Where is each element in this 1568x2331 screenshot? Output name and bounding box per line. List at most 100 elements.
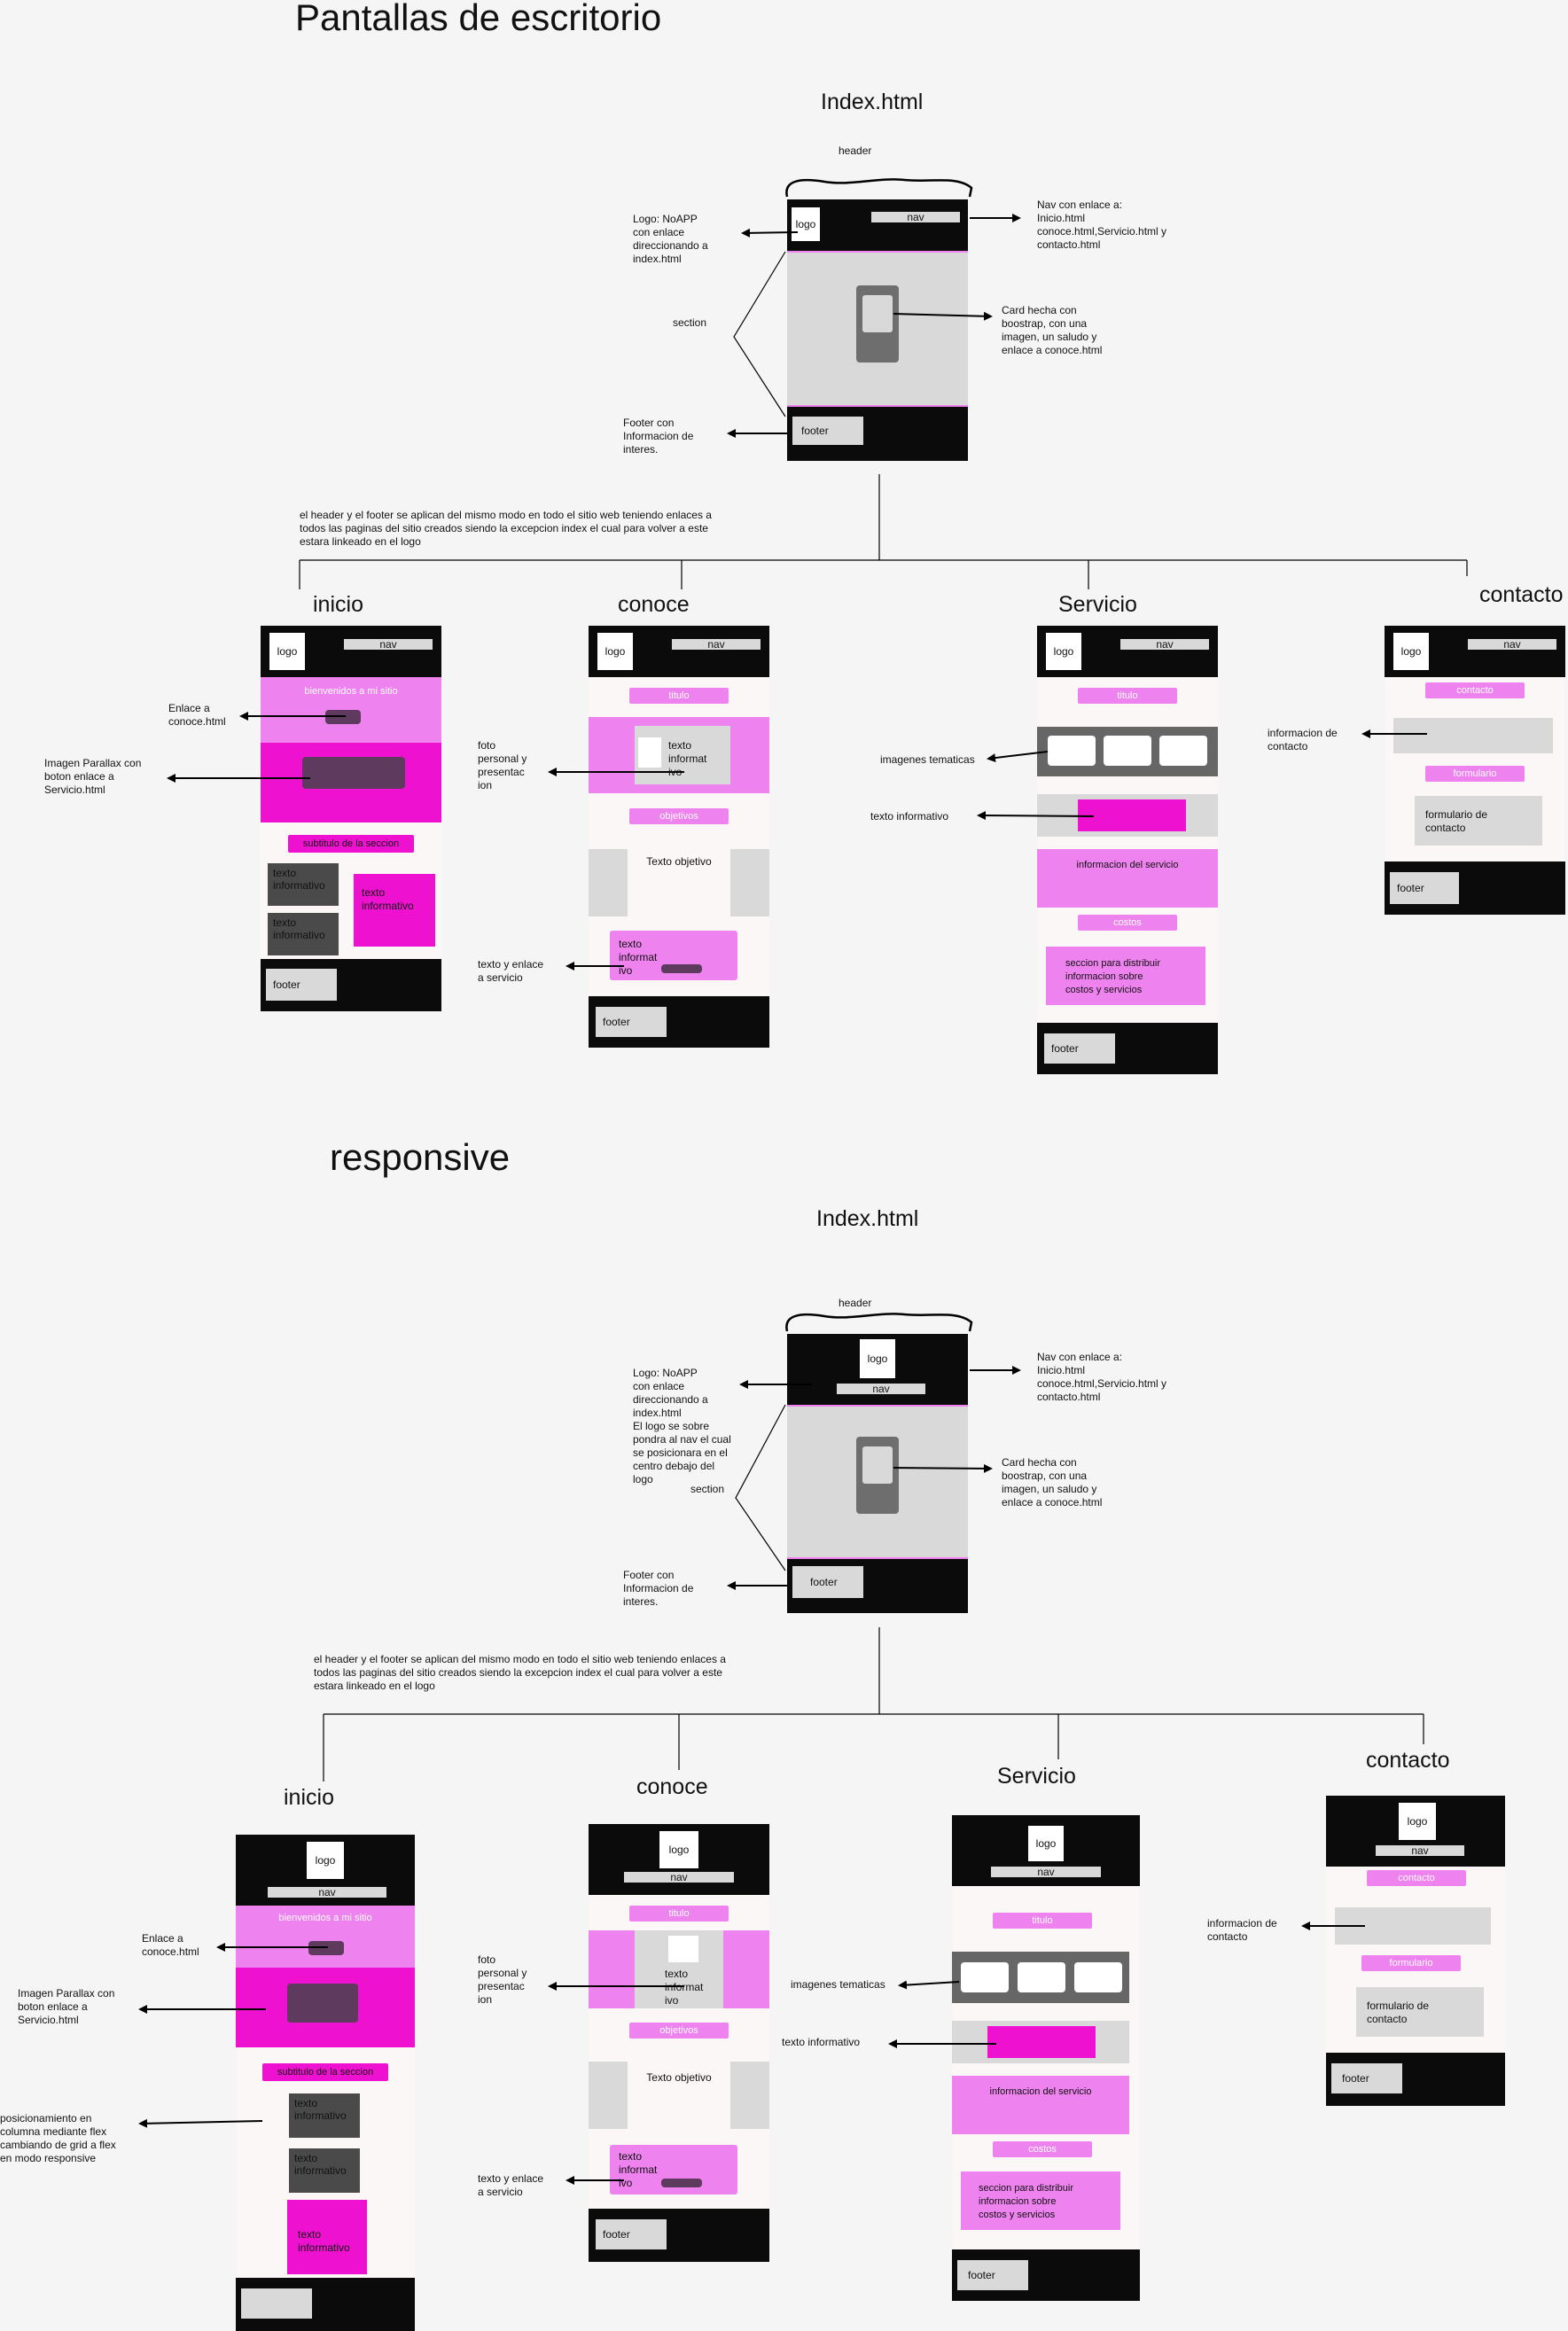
logo-box[interactable]: logo xyxy=(1399,1803,1436,1840)
formulario-pill: formulario xyxy=(1425,766,1525,782)
about-photo xyxy=(638,737,661,768)
posicionamiento-note: posicionamiento en columna mediante flex… xyxy=(0,2112,116,2164)
index-title-desktop: Index.html xyxy=(821,90,924,114)
nav-bar[interactable]: nav xyxy=(344,638,433,651)
nav-bar[interactable]: nav xyxy=(672,638,761,651)
objective-text: Texto objetivo xyxy=(646,855,712,868)
page-title-inicio: inicio xyxy=(284,1785,334,1810)
footer-box[interactable]: footer xyxy=(266,969,337,1001)
contacto-mock-responsive: logo nav contacto formulario formulario … xyxy=(1326,1796,1505,2106)
footer-box[interactable]: footer xyxy=(792,417,863,445)
service-info xyxy=(952,2076,1129,2134)
contact-form-text: formulario de contacto xyxy=(1367,2000,1430,2025)
contact-form[interactable] xyxy=(1415,796,1542,846)
foto-note-desktop: foto personal y presentac ion xyxy=(478,739,527,791)
parallax-note-desktop: Imagen Parallax con boton enlace a Servi… xyxy=(44,757,142,796)
welcome-button[interactable] xyxy=(308,1941,344,1955)
costs-text: seccion para distribuir informacion sobr… xyxy=(979,2183,1073,2220)
footer-box[interactable]: footer xyxy=(792,1566,863,1598)
contacto-note-responsive: informacion de contacto xyxy=(1207,1917,1277,1943)
section-label-desktop: section xyxy=(673,316,707,329)
footer-box[interactable]: footer xyxy=(1044,1033,1115,1064)
contact-form-text: formulario de contacto xyxy=(1425,808,1488,834)
objective-text: Texto objetivo xyxy=(646,2071,712,2084)
footer-box[interactable]: footer xyxy=(596,2219,667,2249)
objetivos-pill: objetivos xyxy=(629,2023,729,2039)
objective-side xyxy=(589,849,628,916)
nav-bar[interactable]: nav xyxy=(1468,638,1556,651)
page-title-servicio: Servicio xyxy=(1058,592,1137,617)
welcome-text: bienvenidos a mi sitio xyxy=(304,686,398,697)
gallery-image xyxy=(1048,736,1096,766)
footer-box[interactable]: footer xyxy=(957,2260,1028,2290)
welcome-text: bienvenidos a mi sitio xyxy=(278,1913,372,1923)
logo-box[interactable]: logo xyxy=(1046,633,1081,670)
footer-box[interactable]: footer xyxy=(596,1007,667,1037)
costs-section xyxy=(1046,947,1205,1005)
info-block-text: texto informativo xyxy=(362,886,414,912)
responsive-title: responsive xyxy=(330,1136,511,1178)
gallery-image xyxy=(961,1962,1009,1992)
contact-info xyxy=(1393,718,1553,753)
nav-bar[interactable]: nav xyxy=(268,1886,386,1898)
info-block-pink xyxy=(354,874,435,947)
header-label: header xyxy=(839,144,872,157)
contact-form[interactable] xyxy=(1356,1987,1484,2037)
nav-bar[interactable]: nav xyxy=(991,1866,1101,1878)
enlace-note-responsive: Enlace a conoce.html xyxy=(142,1932,199,1958)
nav-bar[interactable]: nav xyxy=(837,1383,925,1395)
costos-pill: costos xyxy=(993,2141,1092,2157)
about-photo xyxy=(668,1936,698,1962)
index-title-responsive: Index.html xyxy=(816,1206,919,1231)
texto-enlace-note-responsive: texto y enlace a servicio xyxy=(478,2172,544,2198)
desktop-title: Pantallas de escritorio xyxy=(295,0,662,38)
objective-side xyxy=(730,849,769,916)
logo-note-desktop: Logo: NoAPP con enlace direccionando a i… xyxy=(633,213,708,265)
parallax-button[interactable] xyxy=(302,757,405,789)
nav-bar[interactable]: nav xyxy=(1120,638,1209,651)
logo-box[interactable]: logo xyxy=(307,1842,344,1879)
card-note-responsive: Card hecha con boostrap, con una imagen,… xyxy=(1002,1456,1103,1509)
logo-box[interactable]: logo xyxy=(1028,1826,1064,1861)
footer-note-responsive: Footer con Informacion de interes. xyxy=(623,1569,694,1608)
info-block: texto informativo xyxy=(268,913,339,955)
footer-box[interactable] xyxy=(241,2288,312,2319)
inicio-mock-desktop: logo nav bienvenidos a mi sitio subtitul… xyxy=(261,626,441,1011)
nav-note-desktop: Nav con enlace a: Inicio.html conoce.htm… xyxy=(1037,199,1167,251)
nav-bar[interactable]: nav xyxy=(871,211,960,223)
index-mock-desktop: logo nav footer xyxy=(787,199,968,461)
logo-box[interactable]: logo xyxy=(1393,633,1429,670)
service-button[interactable] xyxy=(661,964,702,973)
parallax-button[interactable] xyxy=(287,1984,358,2023)
footer-box[interactable]: footer xyxy=(1390,872,1459,904)
logo-box[interactable]: logo xyxy=(597,633,633,670)
about-text: texto informat ivo xyxy=(665,1968,704,2007)
conoce-mock-desktop: logo nav titulo texto informat ivo objet… xyxy=(589,626,769,1048)
costs-text: seccion para distribuir informacion sobr… xyxy=(1065,958,1160,995)
logo-box[interactable]: logo xyxy=(269,633,305,670)
imagenes-note-desktop: imagenes tematicas xyxy=(880,753,975,766)
contacto-pill: contacto xyxy=(1425,682,1525,698)
service-button[interactable] xyxy=(661,2179,702,2187)
formulario-pill: formulario xyxy=(1361,1955,1461,1971)
service-info-text: informacion del servicio xyxy=(989,2086,1092,2097)
logo-box[interactable]: logo xyxy=(860,1339,895,1378)
inicio-mock-responsive: logo nav bienvenidos a mi sitio subtitul… xyxy=(236,1835,415,2331)
parallax-note-responsive: Imagen Parallax con boton enlace a Servi… xyxy=(18,1987,115,2026)
nav-bar[interactable]: nav xyxy=(1376,1844,1464,1857)
nav-bar[interactable]: nav xyxy=(624,1871,734,1883)
welcome-button[interactable] xyxy=(325,710,361,724)
page-title-servicio: Servicio xyxy=(997,1764,1076,1789)
page-title-contacto: contacto xyxy=(1366,1748,1450,1773)
footer-box[interactable]: footer xyxy=(1331,2063,1402,2093)
texto-enlace-note-desktop: texto y enlace a servicio xyxy=(478,958,544,984)
servicio-mock-responsive: logo nav titulo informacion del servicio… xyxy=(952,1815,1140,2301)
service-text: texto informat ivo xyxy=(619,2150,658,2189)
logo-box[interactable]: logo xyxy=(659,1831,698,1868)
costos-pill: costos xyxy=(1078,915,1177,931)
subtitle-pill: subtitulo de la seccion xyxy=(262,2063,388,2081)
servicio-mock-desktop: logo nav titulo informacion del servicio… xyxy=(1037,626,1218,1074)
logo-box[interactable]: logo xyxy=(792,207,820,241)
page-title-contacto: contacto xyxy=(1479,582,1564,607)
info-block: texto informativo xyxy=(268,863,339,906)
